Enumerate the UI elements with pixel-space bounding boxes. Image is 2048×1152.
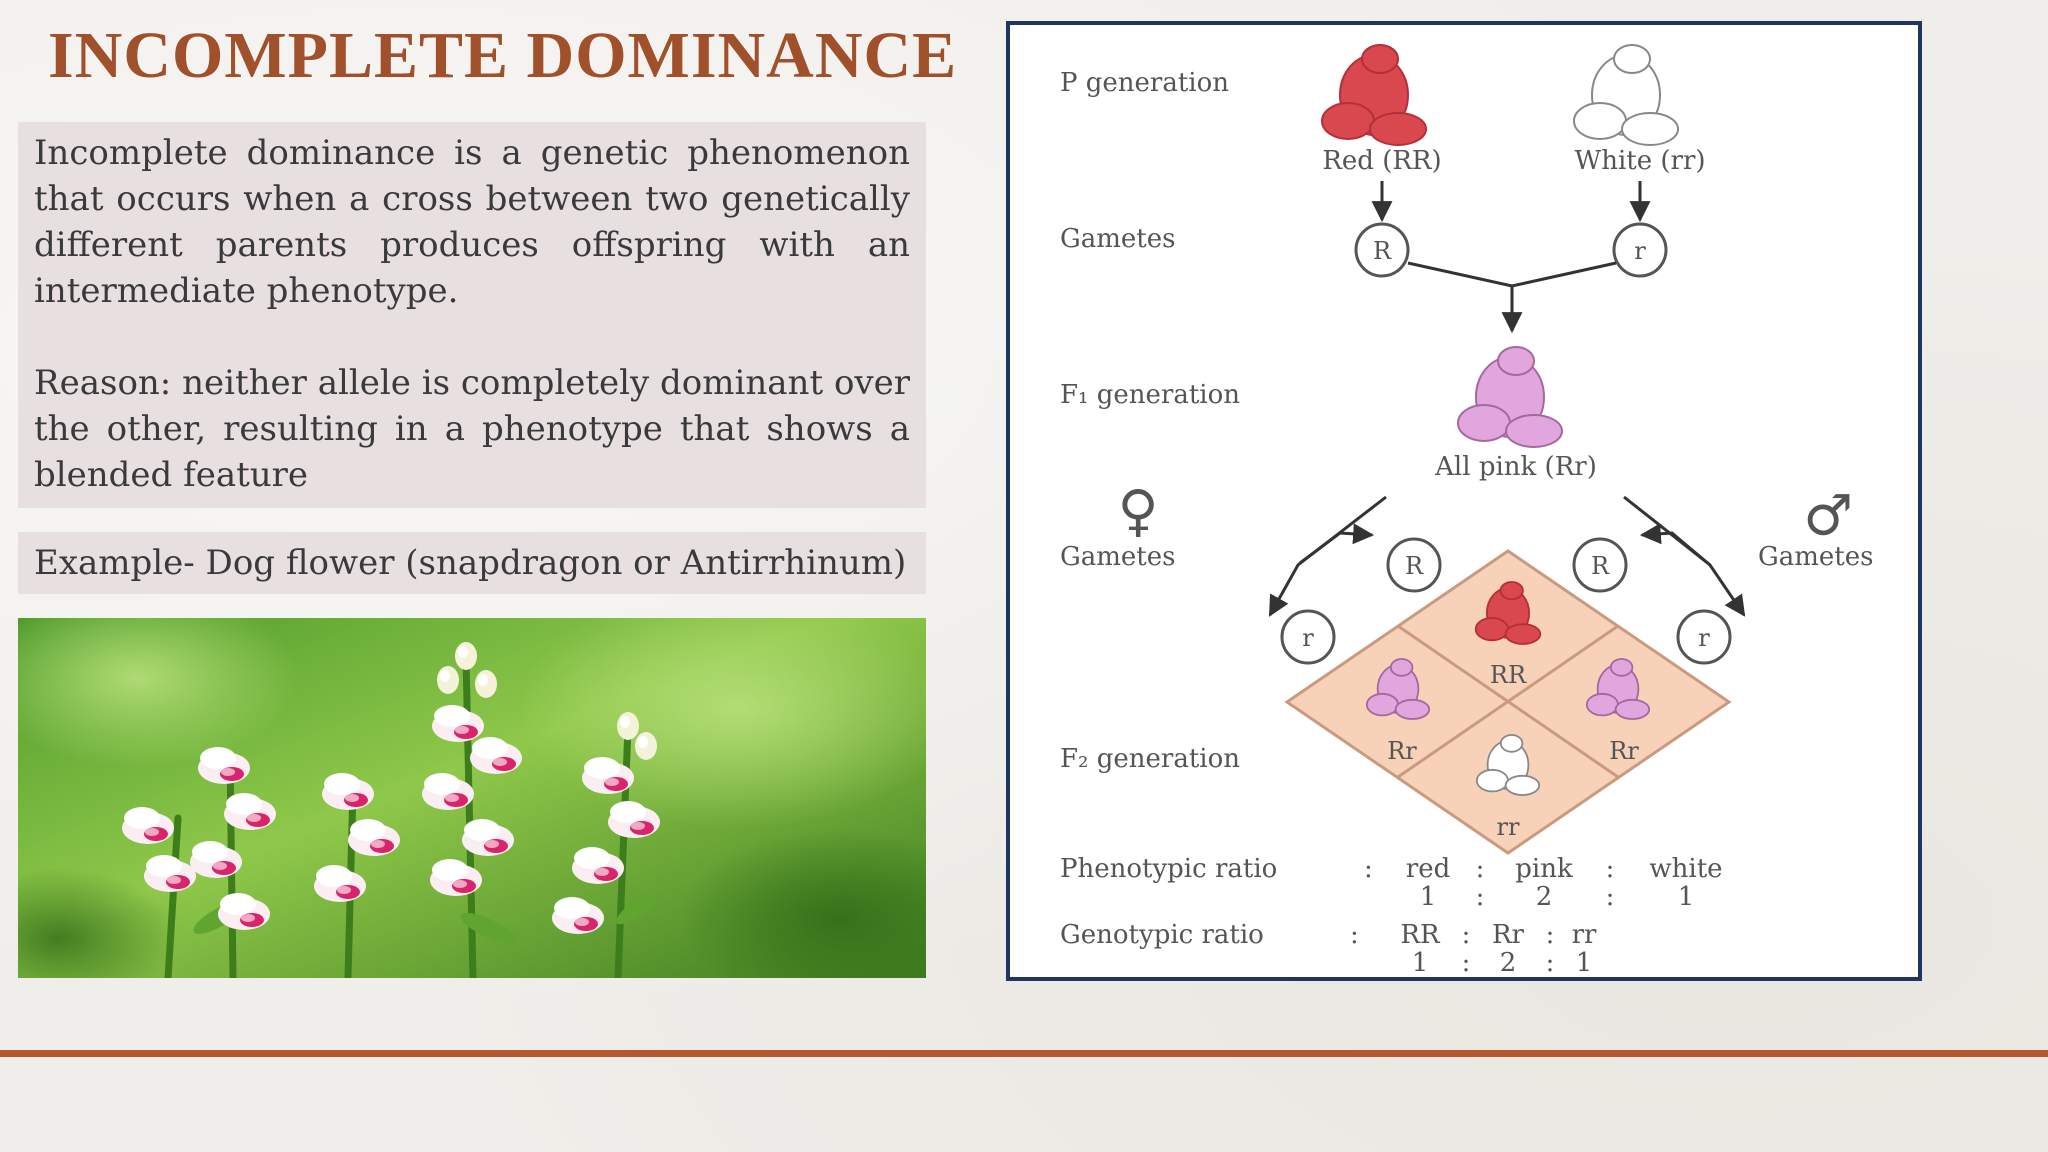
genotypic-value-Rr: 2 bbox=[1500, 948, 1517, 977]
male-gametes-label: Gametes bbox=[1758, 542, 1874, 572]
male-symbol-icon: ♂ bbox=[1803, 484, 1853, 549]
svg-text:r: r bbox=[1698, 624, 1710, 652]
phenotypic-value-sep-2: : bbox=[1606, 882, 1615, 912]
phenotypic-sep-2: : bbox=[1606, 854, 1615, 884]
red-parent-label: Red (RR) bbox=[1322, 146, 1441, 176]
f2-generation-label: F₂ generation bbox=[1060, 744, 1240, 774]
svg-text:r: r bbox=[1302, 624, 1314, 652]
female-gamete-R-circle: R bbox=[1386, 537, 1442, 593]
red-flower-icon bbox=[1321, 44, 1427, 146]
genotypic-value-rr: 1 bbox=[1576, 948, 1593, 977]
genotype-Rr-left: Rr bbox=[1387, 737, 1417, 765]
white-parent-label: White (rr) bbox=[1574, 146, 1705, 176]
genotypic-name-RR: RR bbox=[1400, 920, 1441, 950]
svg-text:r: r bbox=[1634, 237, 1646, 265]
all-pink-label: All pink (Rr) bbox=[1434, 452, 1597, 482]
gamete-r-circle: r bbox=[1612, 222, 1668, 278]
phenotypic-value-sep-1: : bbox=[1476, 882, 1485, 912]
definition-box: Incomplete dominance is a genetic phenom… bbox=[18, 122, 926, 508]
phenotypic-value-pink: 2 bbox=[1536, 882, 1553, 912]
phenotypic-name-white: white bbox=[1649, 854, 1722, 884]
snapdragon-photo bbox=[18, 618, 926, 978]
genotype-Rr-right: Rr bbox=[1609, 737, 1639, 765]
female-gamete-r-circle: r bbox=[1280, 609, 1336, 665]
phenotypic-sep-1: : bbox=[1476, 854, 1485, 884]
male-gamete-R-circle: R bbox=[1572, 537, 1628, 593]
male-arrow-r bbox=[1623, 495, 1746, 617]
genotype-rr: rr bbox=[1497, 813, 1520, 841]
genotypic-colon: : bbox=[1350, 920, 1359, 950]
genotypic-value-sep-2: : bbox=[1546, 948, 1555, 977]
male-gamete-r-circle: r bbox=[1676, 609, 1732, 665]
snapdragon-photo-image bbox=[18, 618, 926, 978]
female-arrow-R bbox=[1299, 523, 1375, 565]
gamete-R-circle: R bbox=[1354, 222, 1410, 278]
phenotypic-name-pink: pink bbox=[1515, 854, 1573, 884]
female-arrow-r bbox=[1268, 495, 1387, 617]
footer-accent-line bbox=[0, 1050, 2048, 1057]
svg-text:R: R bbox=[1405, 552, 1424, 580]
definition-paragraph: Incomplete dominance is a genetic phenom… bbox=[34, 133, 910, 311]
pink-flower-icon bbox=[1457, 346, 1563, 448]
genetic-cross-diagram: P generation Red (RR) White (rr) Gametes… bbox=[1060, 44, 1874, 977]
white-flower-icon bbox=[1573, 44, 1679, 146]
male-arrow-R bbox=[1639, 523, 1711, 567]
genotypic-ratio-label: Genotypic ratio bbox=[1060, 920, 1264, 950]
genotypic-name-rr: rr bbox=[1572, 920, 1597, 950]
svg-text:R: R bbox=[1373, 237, 1392, 265]
genotype-RR: RR bbox=[1490, 661, 1527, 689]
genotypic-sep-2: : bbox=[1546, 920, 1555, 950]
phenotypic-value-white: 1 bbox=[1678, 882, 1695, 912]
genotypic-name-Rr: Rr bbox=[1492, 920, 1525, 950]
fusion-lines bbox=[1407, 261, 1617, 334]
example-text: Example- Dog flower (snapdragon or Antir… bbox=[34, 543, 907, 583]
female-symbol-icon: ♀ bbox=[1118, 479, 1159, 544]
phenotypic-ratio-label: Phenotypic ratio bbox=[1060, 854, 1277, 884]
female-gametes-label: Gametes bbox=[1060, 542, 1176, 572]
phenotypic-colon: : bbox=[1364, 854, 1373, 884]
gametes-label: Gametes bbox=[1060, 224, 1176, 254]
svg-text:R: R bbox=[1591, 552, 1610, 580]
p-generation-label: P generation bbox=[1060, 68, 1229, 98]
reason-paragraph: Reason: neither allele is completely dom… bbox=[34, 363, 910, 495]
phenotypic-name-red: red bbox=[1406, 854, 1450, 884]
genotypic-sep-1: : bbox=[1462, 920, 1471, 950]
example-box: Example- Dog flower (snapdragon or Antir… bbox=[18, 532, 926, 594]
phenotypic-value-red: 1 bbox=[1420, 882, 1437, 912]
genotypic-value-RR: 1 bbox=[1412, 948, 1429, 977]
slide-title: INCOMPLETE DOMINANCE bbox=[48, 19, 958, 92]
f1-generation-label: F₁ generation bbox=[1060, 380, 1240, 410]
punnett-square bbox=[1284, 549, 1732, 855]
diagram-panel: P generation Red (RR) White (rr) Gametes… bbox=[1006, 21, 1922, 981]
genotypic-value-sep-1: : bbox=[1462, 948, 1471, 977]
